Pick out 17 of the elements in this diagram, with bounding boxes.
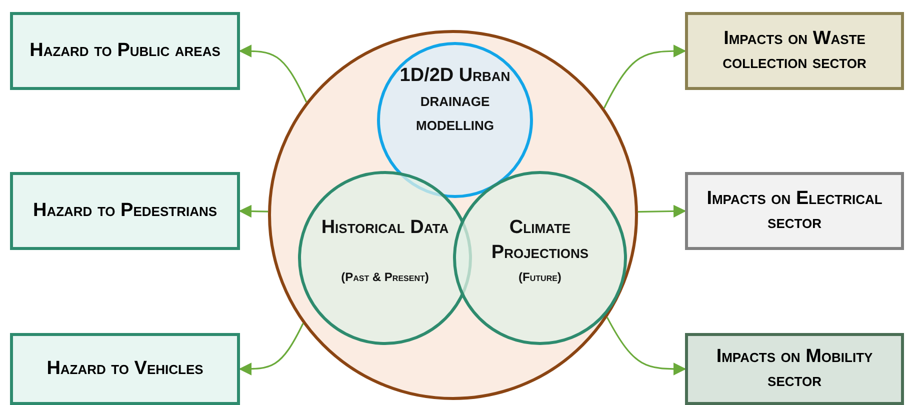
circle-label: 1D/2D Urban drainage modelling <box>398 64 512 138</box>
arrow <box>238 204 268 218</box>
text-box: Hazard to Public areas <box>10 12 240 90</box>
arrow <box>238 44 308 102</box>
text-box: Impacts on Waste collection sector <box>685 12 904 90</box>
circle-sublabel: (Past & Present) <box>340 270 430 286</box>
arrow <box>603 44 686 109</box>
text-box: Impacts on Mobility sector <box>685 333 904 405</box>
circle-label: Climate Projections <box>490 216 590 265</box>
arrow <box>638 204 686 218</box>
text-box: Hazard to Pedestrians <box>10 172 240 250</box>
text-box: Hazard to Vehicles <box>10 333 240 405</box>
circle-sublabel: (Future) <box>518 270 562 286</box>
arrow <box>238 323 304 376</box>
text-box: Impacts on Electrical sector <box>685 172 904 250</box>
circle-label: Historical Data <box>320 216 450 240</box>
arrow <box>606 316 686 376</box>
